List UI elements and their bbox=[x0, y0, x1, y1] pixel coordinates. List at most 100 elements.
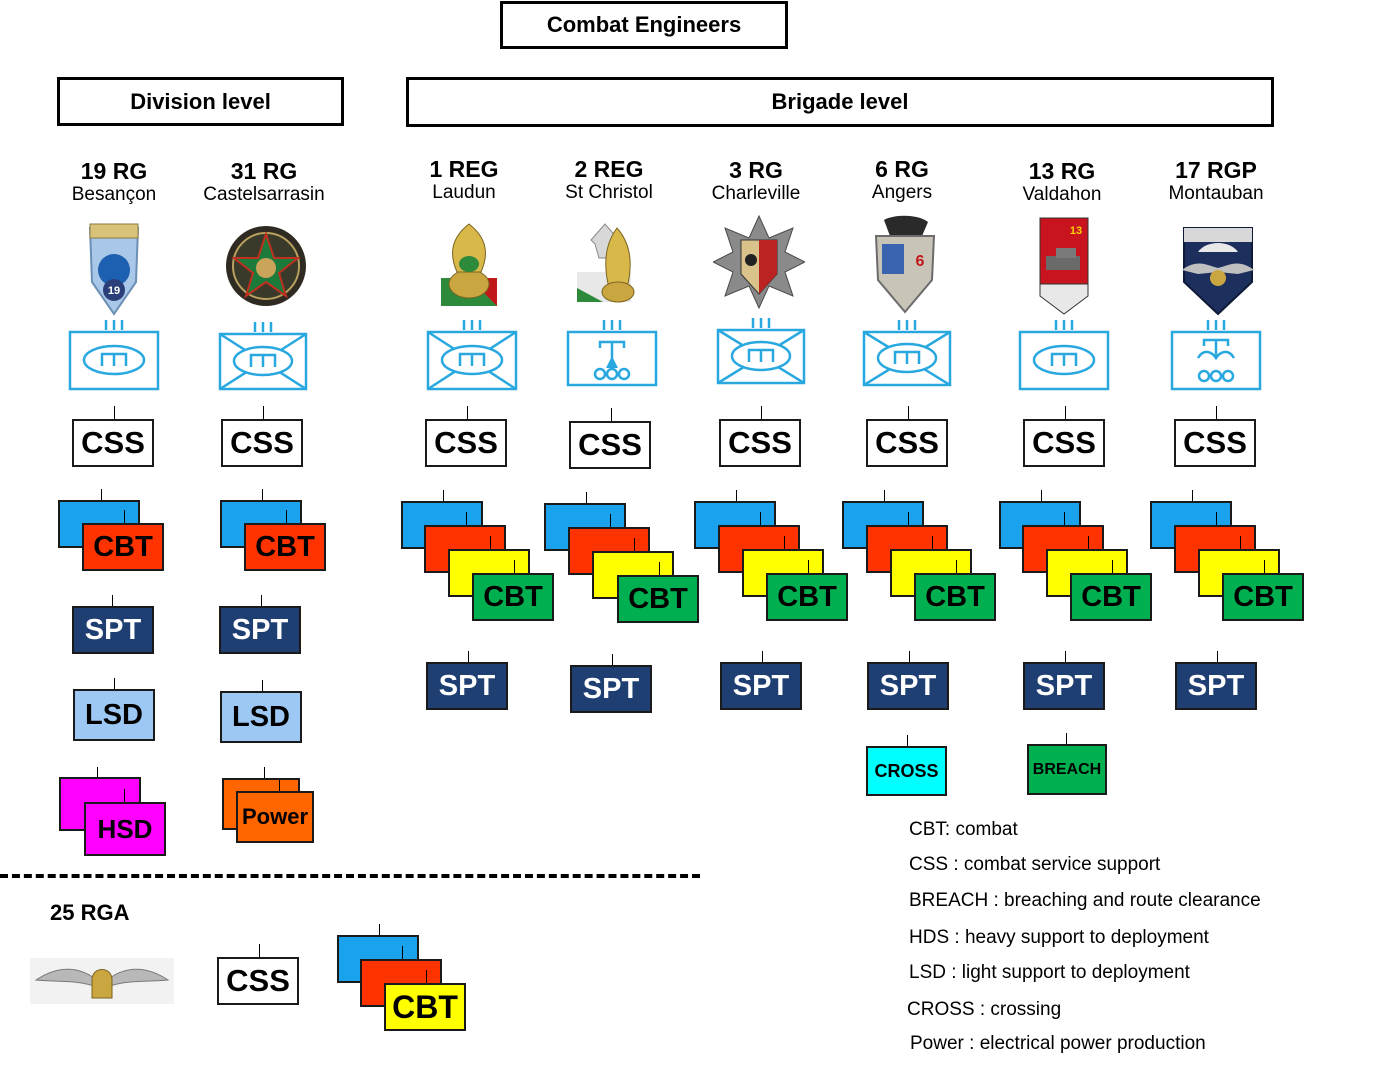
rga-name: 25 RGA bbox=[50, 900, 130, 925]
engineer-symbol-6rg bbox=[862, 320, 952, 387]
legend-item: BREACH : breaching and route clearance bbox=[909, 890, 1261, 911]
connector bbox=[286, 510, 287, 524]
connector bbox=[262, 680, 263, 692]
engineer-symbol-19rg bbox=[68, 320, 160, 391]
cbt-box: CBT bbox=[384, 983, 466, 1031]
connector bbox=[1088, 536, 1089, 550]
connector bbox=[114, 678, 115, 690]
connector bbox=[907, 735, 908, 747]
css-box: CSS bbox=[217, 957, 299, 1005]
connector bbox=[1065, 406, 1066, 420]
unit-name: 2 REG bbox=[574, 156, 644, 182]
parachute-badge-17 bbox=[1182, 227, 1254, 316]
unit-1reg: 1 REG Laudun bbox=[384, 156, 544, 204]
legend-item: Power : electrical power production bbox=[910, 1033, 1206, 1054]
engineer-symbol-1reg bbox=[426, 320, 518, 391]
unit-19rg: 19 RG Besançon bbox=[34, 158, 194, 206]
unit-location: Montauban bbox=[1168, 183, 1264, 204]
connector bbox=[379, 924, 380, 936]
css-box: CSS bbox=[866, 419, 948, 467]
division-level-header: Division level bbox=[57, 77, 344, 126]
connector bbox=[124, 789, 125, 803]
grenade-badge-legion bbox=[441, 223, 497, 306]
connector bbox=[426, 970, 427, 984]
unit-location: Charleville bbox=[711, 183, 801, 204]
connector bbox=[760, 512, 761, 526]
cross-box: CROSS bbox=[866, 746, 947, 796]
connector bbox=[884, 490, 885, 502]
unit-name: 17 RGP bbox=[1175, 157, 1257, 183]
connector bbox=[1216, 512, 1217, 526]
connector bbox=[808, 560, 809, 574]
shield-badge-6: 6 bbox=[874, 215, 936, 314]
unit-name: 3 RG bbox=[729, 157, 783, 183]
cbt-box: CBT bbox=[914, 573, 996, 621]
dashed-divider bbox=[0, 874, 700, 878]
legend-item: CSS : combat service support bbox=[909, 854, 1161, 875]
connector bbox=[634, 538, 635, 552]
connector bbox=[262, 489, 263, 501]
connector bbox=[784, 536, 785, 550]
connector bbox=[1216, 406, 1217, 420]
cbt-box: CBT bbox=[244, 523, 326, 571]
spt-box: SPT bbox=[570, 665, 652, 713]
unit-6rg: 6 RG Angers bbox=[822, 156, 982, 204]
connector bbox=[1112, 560, 1113, 574]
unit-name: 6 RG bbox=[875, 156, 929, 182]
unit-name: 31 RG bbox=[230, 158, 298, 184]
tank-badge-13: 13 bbox=[1039, 217, 1089, 315]
unit-13rg: 13 RG Valdahon bbox=[982, 158, 1142, 206]
connector bbox=[467, 406, 468, 420]
spt-box: SPT bbox=[1023, 662, 1105, 710]
css-box: CSS bbox=[425, 419, 507, 467]
connector bbox=[112, 595, 113, 607]
spt-box: SPT bbox=[1175, 662, 1257, 710]
svg-text:13: 13 bbox=[1070, 225, 1082, 237]
connector bbox=[1192, 490, 1193, 502]
cbt-box: CBT bbox=[1222, 573, 1304, 621]
connector bbox=[611, 408, 612, 422]
connector bbox=[909, 651, 910, 663]
unit-name: 1 REG bbox=[429, 156, 499, 182]
legend-item: CROSS : crossing bbox=[907, 999, 1062, 1020]
grenade-badge-pagoda bbox=[577, 223, 635, 303]
connector bbox=[956, 560, 957, 574]
connector bbox=[259, 944, 260, 958]
engineer-symbol-17rgp bbox=[1170, 320, 1262, 391]
svg-text:19: 19 bbox=[108, 285, 120, 297]
connector bbox=[736, 490, 737, 502]
engineer-symbol-13rg bbox=[1018, 320, 1110, 391]
connector bbox=[101, 489, 102, 501]
unit-name: 13 RG bbox=[1028, 158, 1096, 184]
css-box: CSS bbox=[221, 419, 303, 467]
css-box: CSS bbox=[719, 419, 801, 467]
engineer-symbol-31rg bbox=[218, 322, 308, 391]
connector bbox=[97, 767, 98, 779]
cbt-box: CBT bbox=[1070, 573, 1152, 621]
connector bbox=[264, 767, 265, 779]
unit-17rgp: 17 RGP Montauban bbox=[1136, 157, 1296, 205]
unit-2reg: 2 REG St Christol bbox=[529, 156, 689, 204]
unit-location: Valdahon bbox=[1022, 184, 1102, 205]
power-box: Power bbox=[236, 791, 314, 843]
connector bbox=[468, 651, 469, 663]
shield-badge-19: 19 bbox=[88, 223, 140, 316]
connector bbox=[610, 514, 611, 528]
legend-item: LSD : light support to deployment bbox=[909, 962, 1190, 983]
connector bbox=[1065, 651, 1066, 663]
connector bbox=[402, 946, 403, 960]
connector bbox=[586, 492, 587, 504]
connector bbox=[1064, 512, 1065, 526]
lsd-box: LSD bbox=[73, 689, 155, 741]
cbt-box: CBT bbox=[617, 575, 699, 623]
connector bbox=[261, 595, 262, 607]
unit-name: 19 RG bbox=[80, 158, 148, 184]
connector bbox=[1264, 560, 1265, 574]
spt-box: SPT bbox=[219, 606, 301, 654]
unit-location: Laudun bbox=[432, 182, 496, 203]
connector bbox=[279, 780, 280, 792]
connector bbox=[1217, 651, 1218, 663]
connector bbox=[443, 490, 444, 502]
winged-helmet-badge bbox=[30, 958, 174, 1004]
spt-box: SPT bbox=[72, 606, 154, 654]
